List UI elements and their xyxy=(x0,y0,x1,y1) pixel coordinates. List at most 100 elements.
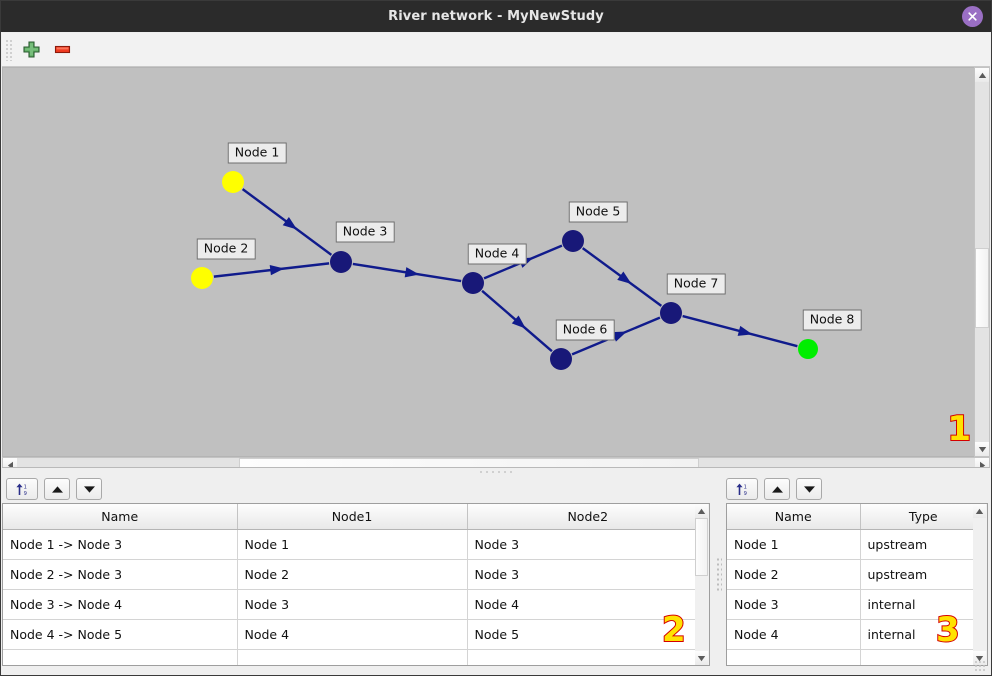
table-cell[interactable]: Node 2 xyxy=(237,559,468,590)
graph-nodes xyxy=(191,171,818,370)
annotation-marker-1: 1 xyxy=(946,409,972,449)
table-cell[interactable]: Node 5 xyxy=(467,619,709,650)
table-cell[interactable]: Node 1 -> Node 3 xyxy=(3,529,238,560)
window-title: River network - MyNewStudy xyxy=(388,9,604,24)
graph-vertical-scrollbar[interactable] xyxy=(974,67,990,457)
scrollbar-thumb-vertical[interactable] xyxy=(695,518,708,576)
table-cell[interactable]: Node 1 xyxy=(727,529,861,560)
graph-node-label[interactable]: Node 5 xyxy=(568,201,628,223)
graph-edges xyxy=(213,188,798,356)
table-cell[interactable]: Node 3 xyxy=(237,589,468,620)
table-cell xyxy=(727,649,861,665)
remove-node-button[interactable] xyxy=(48,36,76,64)
column-header[interactable]: Node2 xyxy=(467,504,709,530)
column-header[interactable]: Name xyxy=(3,504,238,530)
table-cell xyxy=(237,649,468,665)
table-cell xyxy=(860,649,987,665)
sort-button[interactable]: 1 9 xyxy=(6,478,38,500)
panel-drag-handle[interactable] xyxy=(716,557,722,591)
graph-node-label[interactable]: Node 3 xyxy=(335,221,395,243)
scroll-up-arrow-icon[interactable] xyxy=(973,504,986,518)
graph-node[interactable] xyxy=(660,302,682,324)
graph-node-label[interactable]: Node 8 xyxy=(802,309,862,331)
svg-text:1: 1 xyxy=(23,484,26,490)
svg-text:9: 9 xyxy=(743,491,746,497)
table-cell[interactable]: Node 3 -> Node 4 xyxy=(3,589,238,620)
table-cell[interactable]: Node 1 xyxy=(237,529,468,560)
table-row-empty[interactable] xyxy=(3,649,709,665)
table-cell[interactable]: Node 3 xyxy=(467,529,709,560)
scroll-down-arrow-icon[interactable] xyxy=(695,651,708,665)
graph-node[interactable] xyxy=(191,267,213,289)
table-cell[interactable]: internal xyxy=(860,589,987,620)
toolbar-drag-handle[interactable] xyxy=(5,38,14,61)
graph-node-label[interactable]: Node 2 xyxy=(196,238,256,260)
table-cell xyxy=(3,649,238,665)
table-cell[interactable]: Node 4 xyxy=(237,619,468,650)
links-table-scrollbar[interactable] xyxy=(695,503,710,666)
table-cell[interactable]: Node 4 xyxy=(727,619,861,650)
graph-node-label[interactable]: Node 7 xyxy=(666,273,726,295)
move-down-button[interactable] xyxy=(796,478,822,500)
river-network-graph[interactable]: Node 1 Node 2 Node 3 Node 4 Node 5 Node 6 Node… xyxy=(2,67,990,457)
add-node-button[interactable] xyxy=(17,36,45,64)
scroll-up-arrow-icon[interactable] xyxy=(975,68,989,82)
sort-button[interactable]: 1 9 xyxy=(726,478,758,500)
column-header[interactable]: Name xyxy=(727,504,861,530)
graph-node[interactable] xyxy=(562,230,584,252)
table-cell xyxy=(467,649,709,665)
scroll-up-arrow-icon[interactable] xyxy=(695,504,708,518)
scroll-down-arrow-icon[interactable] xyxy=(975,442,989,456)
graph-edge-arrow-icon xyxy=(282,216,298,230)
close-icon[interactable] xyxy=(962,6,983,27)
table-cell[interactable]: Node 3 xyxy=(467,559,709,590)
table-cell[interactable]: upstream xyxy=(860,529,987,560)
graph-node-label[interactable]: Node 6 xyxy=(555,319,615,341)
column-header[interactable]: Node1 xyxy=(237,504,468,530)
graph-node[interactable] xyxy=(462,272,484,294)
nodes-panel-toolbar: 1 9 xyxy=(714,475,828,503)
splitter-grip-icon xyxy=(478,469,514,474)
graph-node[interactable] xyxy=(222,171,244,193)
graph-node-label[interactable]: Node 4 xyxy=(467,243,527,265)
move-up-button[interactable] xyxy=(44,478,70,500)
graph-edge-arrow-icon xyxy=(511,315,526,329)
move-down-button[interactable] xyxy=(76,478,102,500)
resize-grip-icon[interactable] xyxy=(974,660,986,672)
title-bar: River network - MyNewStudy xyxy=(1,1,991,32)
table-cell[interactable]: upstream xyxy=(860,559,987,590)
pane-splitter[interactable] xyxy=(2,467,990,475)
table-cell[interactable]: Node 3 xyxy=(727,589,861,620)
table-cell[interactable]: internal xyxy=(860,619,987,650)
graph-node-label[interactable]: Node 1 xyxy=(227,142,287,164)
table-cell[interactable]: Node 2 xyxy=(727,559,861,590)
table-row-empty[interactable] xyxy=(727,649,987,665)
graph-node[interactable] xyxy=(798,339,818,359)
graph-node[interactable] xyxy=(330,251,352,273)
links-panel-toolbar: 1 9 xyxy=(2,475,108,503)
scrollbar-thumb-vertical[interactable] xyxy=(975,248,989,328)
table-cell[interactable]: Node 4 -> Node 5 xyxy=(3,619,238,650)
graph-node[interactable] xyxy=(550,348,572,370)
graph-canvas xyxy=(191,171,818,370)
table-cell[interactable]: Node 2 -> Node 3 xyxy=(3,559,238,590)
graph-edge-arrow-icon xyxy=(404,267,420,278)
table-cell[interactable]: Node 4 xyxy=(467,589,709,620)
nodes-table-scrollbar[interactable] xyxy=(973,503,988,666)
move-up-button[interactable] xyxy=(764,478,790,500)
column-header[interactable]: Type xyxy=(860,504,987,530)
